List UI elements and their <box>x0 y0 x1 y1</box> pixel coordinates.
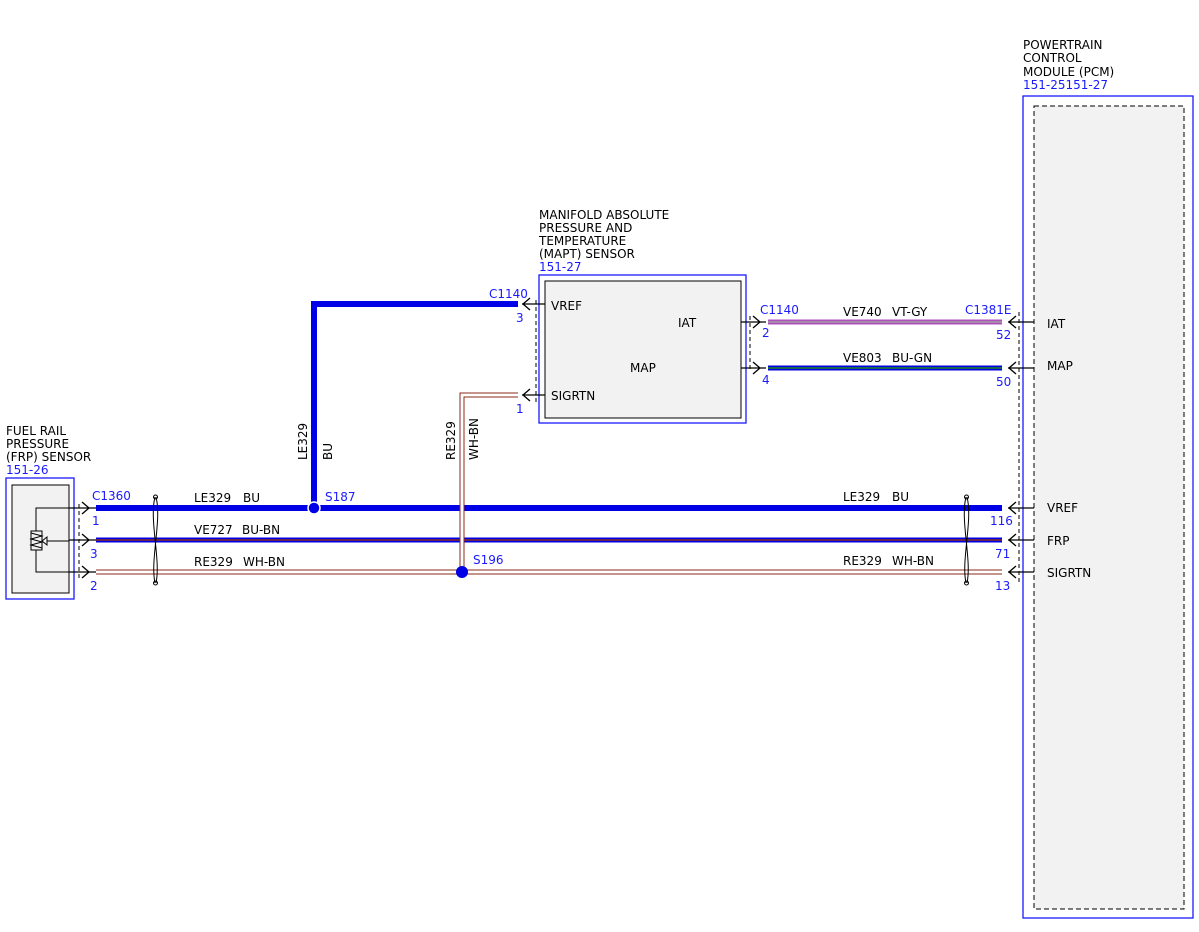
mapt-pin-num-4: 4 <box>762 373 770 387</box>
wire-re329-right-color: WH-BN <box>892 554 934 568</box>
mapt-title-line-1: MANIFOLD ABSOLUTE <box>539 208 669 222</box>
frp-title-line-3: (FRP) SENSOR <box>6 450 91 464</box>
frp-pin-num-1: 1 <box>92 514 100 528</box>
wire-le329-left-circuit: LE329 <box>194 491 231 505</box>
mapt-sensor: MANIFOLD ABSOLUTE PRESSURE AND TEMPERATU… <box>489 208 799 424</box>
pcm-title-line-2: CONTROL <box>1023 51 1082 65</box>
mapt-label-map: MAP <box>630 361 656 375</box>
mapt-title-line-4: (MAPT) SENSOR <box>539 247 635 261</box>
wire-re329-left-color: WH-BN <box>243 555 285 569</box>
mapt-title-line-3: TEMPERATURE <box>538 234 626 248</box>
mapt-inner-box <box>544 280 742 419</box>
pcm-pin-num-13: 13 <box>995 579 1010 593</box>
wire-re329-vertical-circuit: RE329 <box>444 421 458 460</box>
pcm-inner-box <box>1033 105 1185 910</box>
pcm-pin-num-50: 50 <box>996 375 1011 389</box>
wire-le329-right-color: BU <box>892 490 909 504</box>
frp-ref[interactable]: 151-26 <box>6 463 49 477</box>
potentiometer-icon <box>29 507 69 573</box>
wire-ve803-circuit: VE803 <box>843 351 882 365</box>
wire-re329-vertical[interactable] <box>459 392 518 572</box>
mapt-title-line-2: PRESSURE AND <box>539 221 632 235</box>
wire-ve740-circuit: VE740 <box>843 305 882 319</box>
mapt-right-connector-label[interactable]: C1140 <box>760 303 799 317</box>
wire-le329-right-circuit: LE329 <box>843 490 880 504</box>
splice-s196-label[interactable]: S196 <box>473 553 504 567</box>
mapt-label-sigrtn: SIGRTN <box>551 389 595 403</box>
wire-le329-vertical-color: BU <box>321 443 335 460</box>
pcm-pin-label-frp: FRP <box>1047 534 1069 548</box>
wire-le329-vertical-circuit: LE329 <box>296 423 310 460</box>
wire-ve727-circuit: VE727 <box>194 523 233 537</box>
pcm-pin-label-vref: VREF <box>1047 501 1078 515</box>
pcm-pin-arrows <box>1008 315 1034 579</box>
twisted-pair-symbol-left <box>152 494 159 586</box>
wire-re329-left-circuit: RE329 <box>194 555 233 569</box>
wire-re329-right-circuit: RE329 <box>843 554 882 568</box>
pcm-module: POWERTRAIN CONTROL MODULE (PCM) 151-2515… <box>965 38 1194 919</box>
mapt-left-connector-label[interactable]: C1140 <box>489 287 528 301</box>
mapt-label-iat: IAT <box>678 316 697 330</box>
frp-pin-num-3: 3 <box>90 547 98 561</box>
frp-pin-num-2: 2 <box>90 579 98 593</box>
mapt-pin-num-1: 1 <box>516 402 524 416</box>
pcm-title-line-3: MODULE (PCM) <box>1023 65 1114 79</box>
pcm-title-line-1: POWERTRAIN <box>1023 38 1103 52</box>
splice-s187[interactable] <box>307 501 321 515</box>
pcm-connector-label[interactable]: C1381E <box>965 303 1012 317</box>
wire-re329-vertical-color: WH-BN <box>467 418 481 460</box>
mapt-pin-num-3: 3 <box>516 311 524 325</box>
mapt-ref[interactable]: 151-27 <box>539 260 582 274</box>
mapt-right-pin-arrows <box>741 315 766 375</box>
pcm-pin-num-52: 52 <box>996 328 1011 342</box>
pcm-pin-label-sigrtn: SIGRTN <box>1047 566 1091 580</box>
mapt-pin-num-2: 2 <box>762 326 770 340</box>
pcm-pin-label-iat: IAT <box>1047 317 1066 331</box>
frp-pin-arrows <box>69 501 96 579</box>
splice-s187-label[interactable]: S187 <box>325 490 356 504</box>
twisted-pair-symbol-right <box>963 494 970 586</box>
pcm-pin-num-71: 71 <box>995 547 1010 561</box>
frp-inner-box <box>11 484 70 594</box>
wire-ve740-color: VT-GY <box>892 305 928 319</box>
frp-connector-label[interactable]: C1360 <box>92 489 131 503</box>
mapt-left-pin-arrows <box>522 297 545 402</box>
wire-le329-vertical[interactable] <box>311 301 518 508</box>
mapt-outer-box <box>538 274 747 424</box>
wire-le329-left-color: BU <box>243 491 260 505</box>
frp-outer-box <box>5 477 75 600</box>
frp-title-line-2: PRESSURE <box>6 437 69 451</box>
pcm-pin-label-map: MAP <box>1047 359 1073 373</box>
wire-ve727-color: BU-BN <box>242 523 280 537</box>
pcm-outer-box <box>1022 95 1194 919</box>
pcm-pin-num-116: 116 <box>990 514 1013 528</box>
pcm-ref[interactable]: 151-25151-27 <box>1023 78 1108 92</box>
frp-title-line-1: FUEL RAIL <box>6 424 66 438</box>
wire-ve803-color: BU-GN <box>892 351 932 365</box>
splice-s196[interactable] <box>456 566 468 578</box>
frp-sensor: FUEL RAIL PRESSURE (FRP) SENSOR 151-26 C… <box>5 424 131 600</box>
mapt-label-vref: VREF <box>551 299 582 313</box>
